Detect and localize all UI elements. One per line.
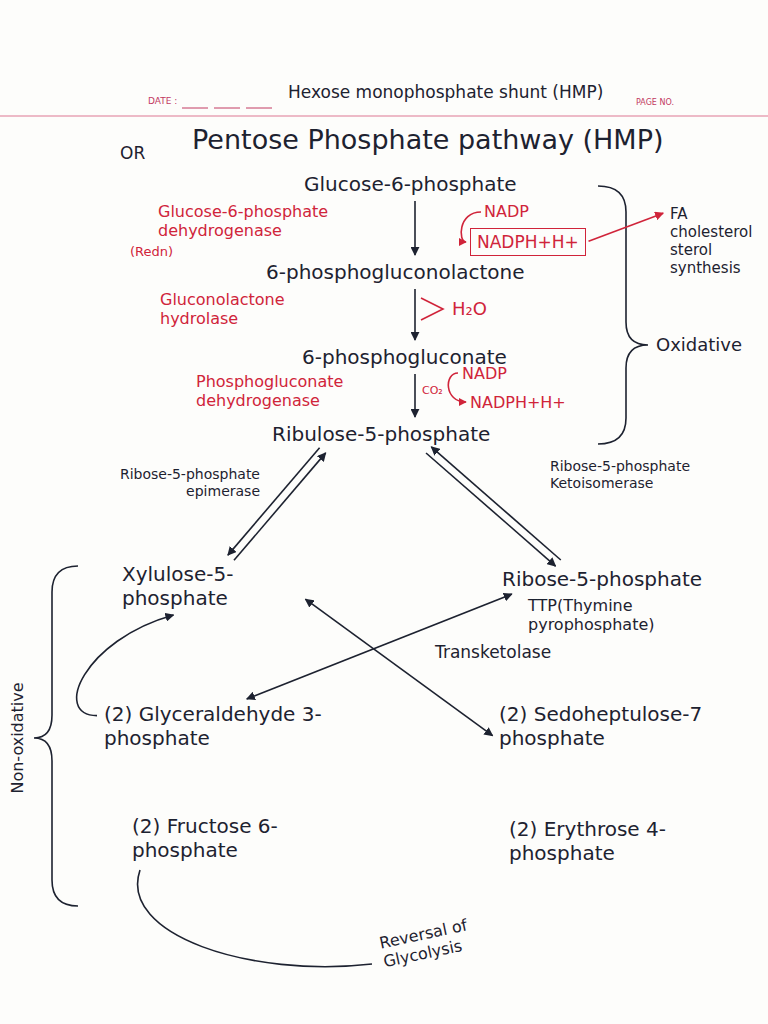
- compound-node: (2) Fructose 6-phosphate: [128, 812, 298, 864]
- note-label: CO₂: [422, 384, 443, 397]
- connector-line: [414, 201, 416, 255]
- connector-line: [228, 448, 320, 555]
- edge-arrow: [589, 213, 664, 241]
- edge-arrow: [77, 615, 174, 716]
- note-label: TTP(Thymine pyrophosphate): [528, 596, 760, 634]
- node-text: 6-phosphogluconolactone: [266, 260, 525, 284]
- edge-arrow: [415, 201, 416, 255]
- edge-arrow: [415, 289, 416, 340]
- compound-node: Glucose-6-phosphate: [300, 170, 521, 198]
- note-label: NADP: [484, 202, 529, 221]
- edge-arrow: [426, 447, 561, 566]
- note-label: DATE :: [148, 96, 177, 107]
- compound-node: 6-phosphogluconolactone: [262, 258, 529, 286]
- note-label: NADP: [462, 364, 507, 383]
- non-oxidative-brace: [34, 566, 78, 906]
- header-rule: [0, 115, 768, 117]
- note-label: Glucose-6-phosphate dehydrogenase: [158, 202, 368, 240]
- connector-line: [589, 213, 664, 241]
- node-text: (2) Fructose 6-phosphate: [132, 814, 294, 862]
- date-blanks: [182, 108, 272, 109]
- edge-arrow: [415, 374, 416, 417]
- compound-node: (2) Sedoheptulose-7 phosphate: [495, 700, 757, 752]
- compound-node: (2) Glyceraldehyde 3-phosphate: [100, 700, 340, 752]
- connector-line: [431, 447, 560, 560]
- note-label: Transketolase: [432, 642, 554, 662]
- cofactor-box: NADPH+H+: [470, 228, 586, 256]
- connector-line: [426, 453, 555, 566]
- connector-line: [414, 289, 416, 340]
- node-text: (2) Sedoheptulose-7 phosphate: [499, 702, 753, 750]
- node-text: Glucose-6-phosphate: [304, 172, 517, 196]
- compound-node: Ribose-5-phosphate: [498, 565, 706, 593]
- note-label: NADPH+H+: [470, 393, 566, 412]
- compound-node: Ribulose-5-phosphate: [268, 420, 494, 448]
- water-chevron: [421, 298, 443, 320]
- note-label: OR: [120, 143, 145, 163]
- enzyme-label: Ribose-5-phosphate epimerase: [92, 466, 262, 500]
- note-label: H₂O: [452, 298, 487, 320]
- note-label: Pentose Phosphate pathway (HMP): [192, 124, 664, 156]
- node-text: FA cholesterol sterol synthesis: [670, 205, 758, 277]
- node-text: (2) Glyceraldehyde 3-phosphate: [104, 702, 336, 750]
- node-text: NADPH+H+: [477, 232, 579, 252]
- note-label: Non-oxidative: [8, 682, 27, 793]
- node-text: (2) Erythrose 4-phosphate: [509, 817, 691, 865]
- note-label: PAGE NO.: [636, 98, 674, 108]
- note-label: Phosphogluconate dehydrogenase: [196, 372, 396, 410]
- edge-arrow: [228, 448, 326, 561]
- node-text: Ribulose-5-phosphate: [272, 422, 490, 446]
- compound-node: FA cholesterol sterol synthesis: [666, 203, 762, 279]
- connector-curve: [77, 615, 174, 716]
- node-text: Xylulose-5-phosphate: [122, 562, 299, 610]
- compound-node: Xylulose-5-phosphate: [118, 560, 303, 612]
- note-label: (Redn): [130, 244, 173, 260]
- note-label: Oxidative: [656, 334, 742, 356]
- node-text: Ribose-5-phosphate: [502, 567, 702, 591]
- enzyme-label: Ribose-5-phosphate Ketoisomerase: [548, 458, 718, 492]
- note-label: Gluconolactone hydrolase: [160, 290, 360, 328]
- compound-node: (2) Erythrose 4-phosphate: [505, 815, 695, 867]
- page-title: Hexose monophosphate shunt (HMP): [288, 82, 603, 102]
- note-label: Reversal of Glycolysis: [378, 903, 533, 972]
- edge-arrow: [305, 599, 492, 735]
- connector-line: [414, 374, 416, 417]
- connector-line: [305, 599, 492, 735]
- oxidative-brace: [598, 186, 648, 444]
- reversal-curve: [138, 870, 372, 967]
